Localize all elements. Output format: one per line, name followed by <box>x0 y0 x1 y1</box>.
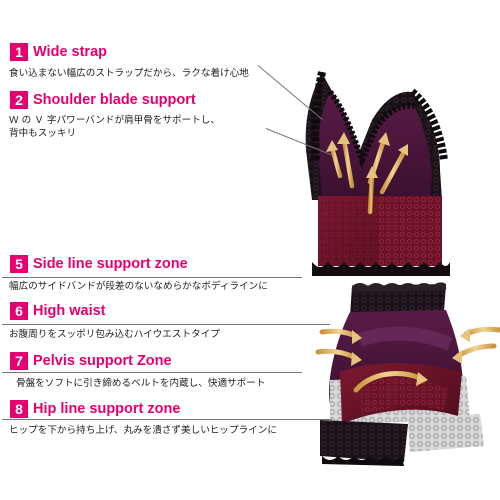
feature-description-7: 骨盤をソフトに引き締めるベルトを内蔵し、快適サポート <box>16 378 266 389</box>
feature-number-8: 8 <box>10 400 28 418</box>
feature-number-5: 5 <box>10 255 28 273</box>
feature-title-1: Wide strap <box>33 44 107 60</box>
feature-title-6: High waist <box>33 303 106 319</box>
feature-description-2: Ｗ の Ｖ 字パワーバンドが肩甲骨をサポートし、 <box>9 115 221 126</box>
feature-number-2: 2 <box>10 91 28 109</box>
feature-number-7: 7 <box>10 352 28 370</box>
feature-number-1: 1 <box>10 43 28 61</box>
leader-line-8 <box>2 419 332 420</box>
camisole-top <box>305 71 450 276</box>
leader-line-6 <box>2 324 330 325</box>
feature-number-6: 6 <box>10 302 28 320</box>
feature-title-2: Shoulder blade support <box>33 92 196 108</box>
high-waist-shorts <box>315 282 500 466</box>
feature-title-7: Pelvis support Zone <box>33 353 172 369</box>
feature-title-8: Hip line support zone <box>33 401 181 417</box>
feature-description-8: ヒップを下から持ち上げ、丸みを潰さず美しいヒップラインに <box>9 425 277 436</box>
feature-description-1: 食い込まない幅広のストラップだから、ラクな着け心地 <box>9 68 249 79</box>
feature-description-2-line2: 背中もスッキリ <box>9 128 77 139</box>
feature-title-5: Side line support zone <box>33 256 188 272</box>
leader-line-5 <box>2 277 302 278</box>
leader-line-7 <box>2 372 302 373</box>
feature-description-6: お腹周りをスッポリ包み込むハイウエストタイプ <box>9 329 220 340</box>
feature-description-5: 幅広のサイドバンドが段差のないなめらかなボディラインに <box>9 281 268 292</box>
